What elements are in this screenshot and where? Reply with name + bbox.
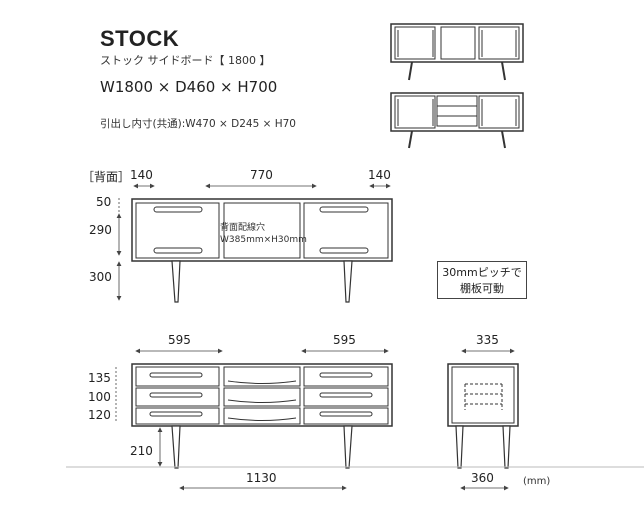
front-width-right: 595 [333, 333, 356, 347]
back-dimension-lines [116, 183, 391, 301]
back-width-right: 140 [368, 168, 391, 182]
back-width-left: 140 [130, 168, 153, 182]
back-height-legs: 300 [89, 270, 112, 284]
back-view-label: ［背面］ [82, 170, 131, 184]
shelf-note-box: 30mmピッチで 棚板可動 [437, 261, 527, 299]
front-height-drawer2: 100 [88, 390, 111, 404]
back-view-drawing [131, 198, 393, 303]
shelf-note-line2: 棚板可動 [460, 282, 504, 295]
thumbnail-front-view [390, 23, 524, 81]
front-height-legs: 210 [130, 444, 153, 458]
product-subtitle: ストック サイドボード【 1800 】 [100, 54, 271, 67]
drawer-inner-dimensions: 引出し内寸(共通):W470 × D245 × H70 [100, 118, 296, 130]
front-width-left: 595 [168, 333, 191, 347]
product-title: STOCK [100, 26, 180, 51]
front-height-drawer3: 120 [88, 408, 111, 422]
unit-label: (mm) [523, 476, 551, 487]
back-height-top: 50 [96, 195, 112, 209]
back-height-body: 290 [89, 223, 112, 237]
front-leg-span: 1130 [246, 471, 277, 485]
front-view-drawing [131, 363, 393, 469]
shelf-note-line1: 30mmピッチで [442, 266, 522, 279]
overall-dimensions: W1800 × D460 × H700 [100, 78, 278, 96]
back-width-center: 770 [250, 168, 273, 182]
front-dimension-lines [115, 348, 389, 491]
side-depth-top: 335 [476, 333, 499, 347]
side-leg-depth: 360 [471, 471, 494, 485]
side-view-drawing [447, 363, 519, 469]
side-dimension-lines [460, 348, 515, 491]
wiring-hole-size: W385mm×H30mm [220, 235, 307, 245]
front-height-drawer1: 135 [88, 371, 111, 385]
thumbnail-open-drawer-view [390, 92, 524, 149]
wiring-hole-label: 背面配線穴 [220, 223, 266, 233]
